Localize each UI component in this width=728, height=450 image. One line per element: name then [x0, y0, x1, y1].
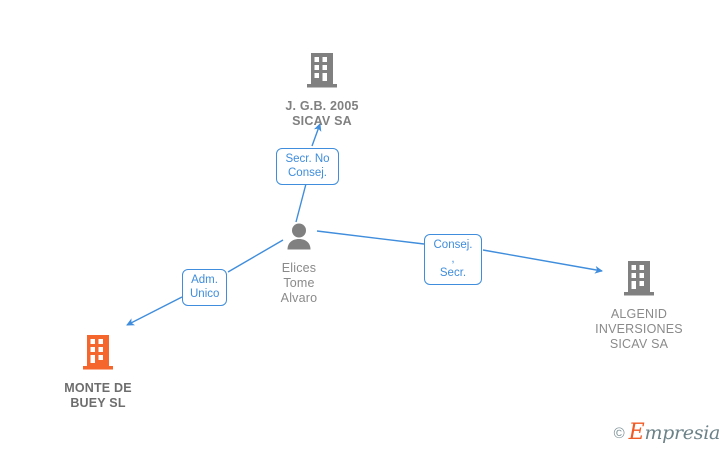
building-icon	[559, 258, 719, 303]
company-node-label: J. G.B. 2005 SICAV SA	[285, 99, 359, 128]
edge-label-consejero-secretario[interactable]: Consej. , Secr.	[424, 234, 482, 285]
brand-rest: mpresia	[644, 422, 720, 444]
copyright-icon: ©	[613, 424, 625, 442]
building-icon	[18, 332, 178, 377]
company-node-label: MONTE DE BUEY SL	[64, 381, 132, 410]
edge-label-secretario-no-consejero[interactable]: Secr. No Consej.	[276, 148, 339, 185]
company-node-algenid-inversiones[interactable]: ALGENID INVERSIONES SICAV SA	[559, 258, 719, 352]
brand-initial: E	[628, 420, 645, 445]
edge-label-administrador-unico[interactable]: Adm. Unico	[182, 269, 227, 306]
company-node-jgb-2005[interactable]: J. G.B. 2005 SICAV SA	[242, 50, 402, 129]
person-node-label: Elices Tome Alvaro	[280, 261, 318, 305]
company-node-monte-de-buey[interactable]: MONTE DE BUEY SL	[18, 332, 178, 411]
person-icon	[219, 222, 379, 257]
person-node-elices-tome-alvaro[interactable]: Elices Tome Alvaro	[219, 222, 379, 306]
watermark: © Empresia	[613, 420, 721, 445]
company-node-label: ALGENID INVERSIONES SICAV SA	[595, 307, 683, 351]
building-icon	[242, 50, 402, 95]
brand-logo: Empresia	[628, 420, 721, 445]
